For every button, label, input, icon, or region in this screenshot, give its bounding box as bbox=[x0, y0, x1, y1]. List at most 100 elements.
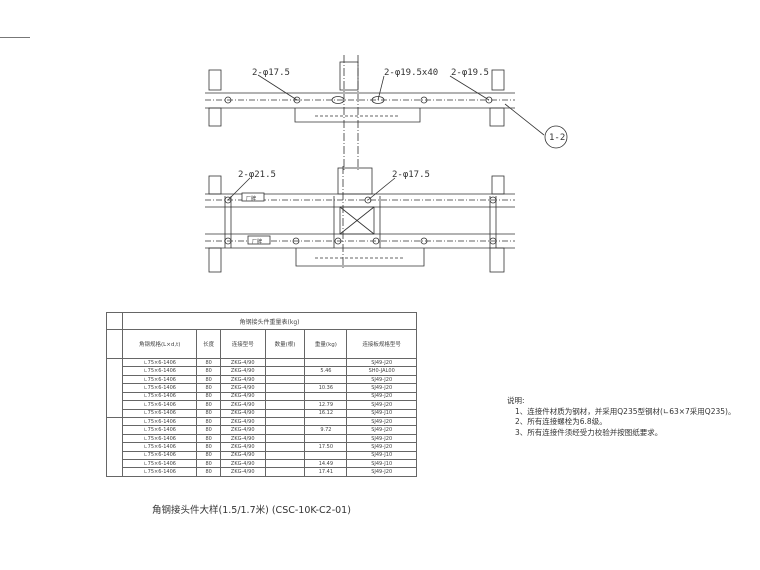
top-foot-right bbox=[489, 107, 505, 127]
table-cell bbox=[304, 374, 348, 385]
table-cell: 17.41 bbox=[304, 467, 348, 477]
table-cell: ZKG-4/90 bbox=[219, 467, 266, 477]
table-cell: ZKG-4/90 bbox=[219, 450, 266, 461]
table-cell: 16.12 bbox=[304, 408, 348, 418]
table-cell: ZKG-4/90 bbox=[219, 408, 266, 418]
low-hole-6 bbox=[489, 237, 497, 245]
table-cell: 80 bbox=[196, 408, 221, 418]
table-cell: 80 bbox=[196, 416, 221, 427]
label-plate-tag-1: 厂牌 bbox=[246, 195, 256, 202]
table-cell bbox=[264, 416, 306, 427]
weight-table: 角钢接头件重量表(kg) 角钢规格(L×d,t)长度连接型号数量(根)重量(kg… bbox=[106, 312, 417, 478]
notes-title: 说明: bbox=[507, 396, 525, 405]
table-cell: ∟75×6-1406 bbox=[121, 467, 198, 477]
low-hole-3 bbox=[334, 237, 342, 245]
table-cell: ∟75×6-1406 bbox=[121, 408, 198, 418]
table-cell: ∟75×6-1406 bbox=[121, 391, 198, 402]
table-cell: SH0-JAL00 bbox=[346, 366, 417, 376]
callout-circle bbox=[544, 125, 568, 149]
table-cell: SJ49-J10 bbox=[346, 450, 417, 461]
top-hole-2 bbox=[293, 96, 301, 104]
low-foot-right bbox=[489, 247, 505, 273]
table-cell bbox=[264, 383, 306, 393]
table-cell: 80 bbox=[196, 366, 221, 376]
table-cell: ZKG-4/90 bbox=[219, 425, 266, 435]
table-header-cell: 连接板规格型号 bbox=[346, 329, 417, 359]
label-mid-left: 2-φ21.5 bbox=[238, 170, 276, 180]
table-cell bbox=[264, 366, 306, 376]
table-cell: SJ49-J20 bbox=[346, 383, 417, 393]
table-cell: 9.72 bbox=[304, 425, 348, 435]
label-mid-right: 2-φ17.5 bbox=[392, 170, 430, 180]
table-cell bbox=[304, 391, 348, 402]
top-lower-web bbox=[294, 108, 421, 123]
table-header-cell: 角钢规格(L×d,t) bbox=[121, 329, 198, 359]
plate-tag-box-1 bbox=[241, 192, 265, 202]
table-group-cell bbox=[106, 416, 123, 478]
table-cell: ZKG-4/90 bbox=[219, 366, 266, 376]
corner-mark-line bbox=[0, 37, 30, 38]
mid-post-right bbox=[491, 175, 505, 195]
table-cell: 80 bbox=[196, 391, 221, 402]
table-cell: 5.46 bbox=[304, 366, 348, 376]
table-cell: ZKG-4/90 bbox=[219, 416, 266, 427]
low-hole-5 bbox=[420, 237, 428, 245]
table-cell bbox=[264, 442, 306, 452]
table-cell: 14.49 bbox=[304, 459, 348, 469]
table-cell: 80 bbox=[196, 425, 221, 435]
table-cell: 10.36 bbox=[304, 383, 348, 393]
table-cell: 80 bbox=[196, 357, 221, 368]
table-cell: ZKG-4/90 bbox=[219, 400, 266, 410]
table-cell: SJ49-J20 bbox=[346, 425, 417, 435]
table-cell: ∟75×6-1406 bbox=[121, 366, 198, 376]
table-cell: 80 bbox=[196, 383, 221, 393]
drawing-labels: 2-φ17.5 2-φ19.5x40 2-φ19.5 1-2 2-φ21.5 2… bbox=[238, 68, 565, 245]
top-slot-2 bbox=[371, 96, 385, 104]
low-hole-2 bbox=[292, 237, 300, 245]
table-cell: SJ49-J10 bbox=[346, 459, 417, 469]
table-cell: SJ49-J20 bbox=[346, 400, 417, 410]
note-item-2: 2、所有连接螺栓为6.8级。 bbox=[515, 417, 607, 426]
table-cell bbox=[304, 416, 348, 427]
leader-callout bbox=[504, 103, 545, 136]
table-group-cell bbox=[106, 358, 123, 418]
table-cell: ∟75×6-1406 bbox=[121, 357, 198, 368]
table-cell: ∟75×6-1406 bbox=[121, 459, 198, 469]
table-cell: ZKG-4/90 bbox=[219, 442, 266, 452]
label-callout: 1-2 bbox=[549, 133, 565, 143]
label-top-left: 2-φ17.5 bbox=[252, 68, 290, 78]
leader-4 bbox=[227, 177, 251, 201]
table-cell: ZKG-4/90 bbox=[219, 459, 266, 469]
table-cell: 80 bbox=[196, 450, 221, 461]
leader-1 bbox=[257, 74, 298, 101]
top-view bbox=[205, 55, 568, 170]
table-cell: 80 bbox=[196, 400, 221, 410]
table-cell bbox=[264, 459, 306, 469]
mid-hole-3 bbox=[489, 196, 497, 204]
table-cell: 80 bbox=[196, 467, 221, 477]
table-cell: ∟75×6-1406 bbox=[121, 442, 198, 452]
table-cell: ZKG-4/90 bbox=[219, 357, 266, 368]
table-cell: 12.79 bbox=[304, 400, 348, 410]
table-cell: SJ49-J20 bbox=[346, 357, 417, 368]
table-cell: 17.50 bbox=[304, 442, 348, 452]
weight-table-container: 角钢接头件重量表(kg) 角钢规格(L×d,t)长度连接型号数量(根)重量(kg… bbox=[106, 312, 417, 478]
table-cell: ∟75×6-1406 bbox=[121, 400, 198, 410]
low-web bbox=[295, 248, 425, 267]
table-cell bbox=[264, 408, 306, 418]
table-cell: ZKG-4/90 bbox=[219, 374, 266, 385]
table-cell: ∟75×6-1406 bbox=[121, 433, 198, 444]
table-cell: 80 bbox=[196, 459, 221, 469]
low-foot-left bbox=[208, 247, 222, 273]
